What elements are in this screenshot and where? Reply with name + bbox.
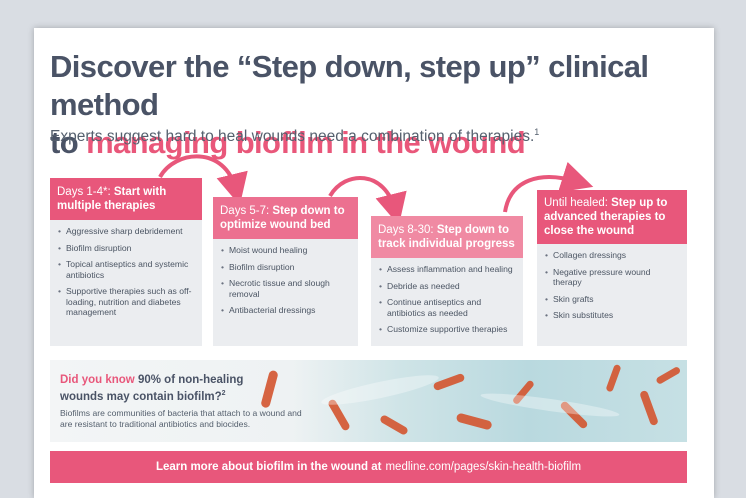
stat-line-1: 90% of non-healing (137, 374, 244, 386)
stat-line-2: wounds may contain biofilm? (60, 390, 222, 403)
subtitle-text: Experts suggest hard to heal wounds need… (50, 128, 535, 146)
stage-heading: Start with multiple therapies (57, 186, 167, 212)
bacteria-illustration (261, 364, 680, 435)
stage-body: Collagen dressings Negative pressure wou… (537, 244, 687, 346)
title-line-2-prefix: to (50, 125, 87, 160)
stage-days-8-30: Days 8-30: Step down to track individual… (371, 216, 523, 346)
stage-days: Days 8-30: (378, 224, 434, 236)
list-item: Aggressive sharp debridement (56, 226, 196, 237)
list-item: Moist wound healing (219, 245, 352, 256)
subtitle-footnote-ref: 1 (534, 127, 540, 137)
stage-heading: Step up to advanced therapies to close t… (544, 197, 668, 237)
title-line-1: Discover the “Step down, step up” clinic… (50, 49, 649, 122)
list-item: Debride as needed (377, 281, 517, 292)
stage-days: Until healed: (544, 197, 608, 209)
did-you-know-label: Did you know (60, 374, 135, 386)
stage-body: Aggressive sharp debridement Biofilm dis… (50, 220, 202, 346)
list-item: Skin grafts (543, 294, 681, 305)
list-item: Necrotic tissue and slough removal (219, 278, 352, 299)
list-item: Continue antiseptics and antibiotics as … (377, 297, 517, 318)
stage-days-1-4: Days 1-4*: Start with multiple therapies… (50, 178, 202, 346)
stage-heading: Step down to optimize wound bed (220, 205, 345, 231)
list-item: Skin substitutes (543, 310, 681, 321)
page-title: Discover the “Step down, step up” clinic… (50, 48, 746, 162)
subtitle: Experts suggest hard to heal wounds need… (50, 127, 539, 146)
learn-more-bar[interactable]: Learn more about biofilm in the wound at… (50, 451, 687, 483)
stage-header: Days 8-30: Step down to track individual… (371, 216, 523, 258)
list-item: Customize supportive therapies (377, 324, 517, 335)
list-item: Supportive therapies such as off-loading… (56, 286, 196, 318)
list-item: Negative pressure wound therapy (543, 267, 681, 288)
stage-days: Days 5-7: (220, 205, 270, 217)
did-you-know-banner: Did you know 90% of non-healing wounds m… (50, 360, 687, 442)
list-item: Collagen dressings (543, 250, 681, 261)
list-item: Biofilm disruption (56, 243, 196, 254)
stage-days: Days 1-4*: (57, 186, 111, 198)
list-item: Antibacterial dressings (219, 305, 352, 316)
stage-until-healed: Until healed: Step up to advanced therap… (537, 190, 687, 346)
stat-footnote-ref: 2 (221, 390, 226, 397)
title-highlight: managing biofilm in the wound (86, 125, 526, 160)
stage-body: Moist wound healing Biofilm disruption N… (213, 239, 358, 346)
stage-header: Days 5-7: Step down to optimize wound be… (213, 197, 358, 239)
did-you-know-heading: Did you know 90% of non-healing wounds m… (60, 374, 243, 404)
stage-body: Assess inflammation and healing Debride … (371, 258, 523, 346)
stage-heading: Step down to track individual progress (378, 224, 515, 250)
stage-header: Days 1-4*: Start with multiple therapies (50, 178, 202, 220)
stage-header: Until healed: Step up to advanced therap… (537, 190, 687, 244)
learn-more-text: Learn more about biofilm in the wound at (155, 461, 382, 473)
list-item: Biofilm disruption (219, 262, 352, 273)
list-item: Assess inflammation and healing (377, 264, 517, 275)
stage-days-5-7: Days 5-7: Step down to optimize wound be… (213, 197, 358, 346)
biofilm-description: Biofilms are communities of bacteria tha… (60, 408, 302, 429)
learn-more-link[interactable]: medline.com/pages/skin-health-biofilm (385, 461, 582, 473)
list-item: Topical antiseptics and systemic antibio… (56, 259, 196, 280)
